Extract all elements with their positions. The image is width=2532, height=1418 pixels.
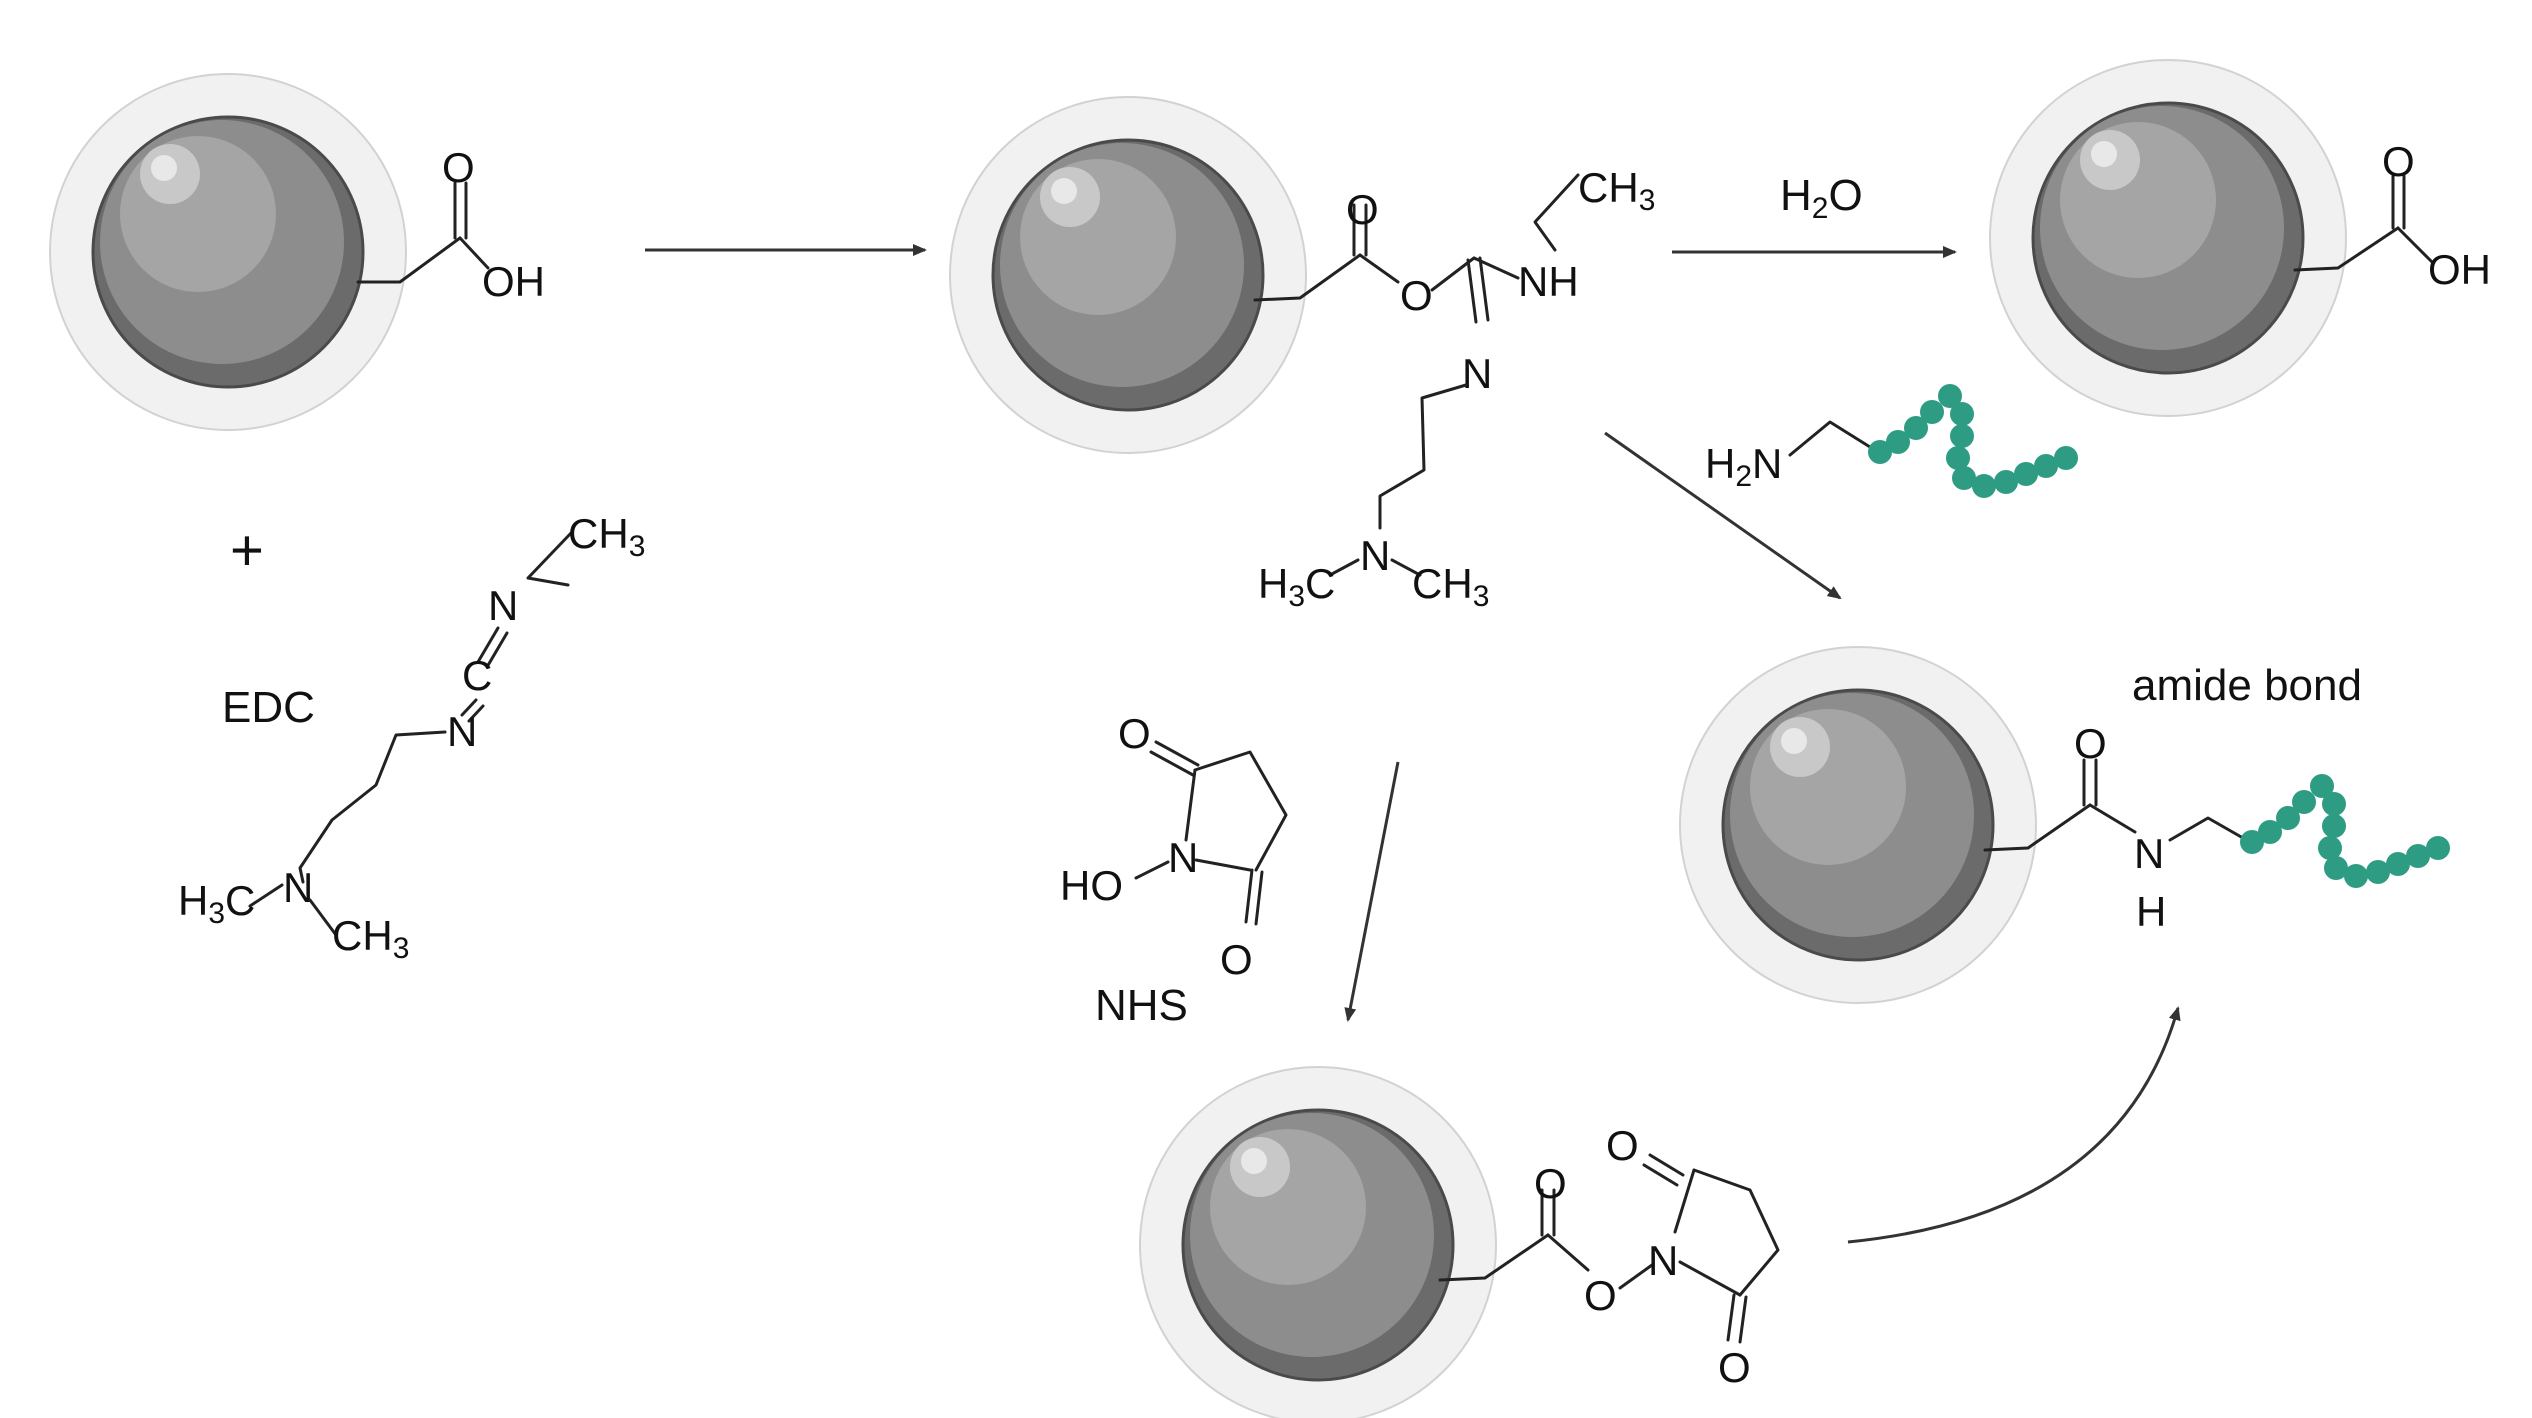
nhs-ho-label: HO: [1060, 862, 1123, 909]
edc-n-top-label: N: [488, 582, 518, 629]
ester-o-label: O: [1584, 1272, 1617, 1319]
edc-structure: CH3 N C N N H3C CH3: [178, 510, 645, 965]
reaction-arrow-nhs: [1344, 761, 1400, 1022]
ester-carbonyl-o-label: O: [1534, 1160, 1567, 1207]
nhs-bottom-oxygen-label: O: [1220, 936, 1253, 983]
nhs-label: NHS: [1095, 981, 1188, 1030]
water-label: H2O: [1780, 171, 1863, 225]
edc-n-amine-label: N: [283, 864, 313, 911]
intermediate-ester-o-label: O: [1400, 272, 1433, 319]
ester-bottom-o-label: O: [1718, 1344, 1751, 1391]
regen-hydroxyl-label: OH: [2428, 246, 2491, 293]
reaction-arrow-amidation: [1604, 431, 1842, 600]
plus-sign: +: [230, 518, 264, 583]
edc-n-bottom-label: N: [447, 708, 477, 755]
intermediate-amine-n-label: N: [1360, 532, 1390, 579]
particle-o-acylisourea: O O NH CH3 N N H3C CH3: [948, 95, 1655, 613]
nhs-reagent: O N O HO NHS: [1060, 710, 1288, 1030]
amide-h-label: H: [2136, 888, 2166, 935]
hydroxyl-label: OH: [482, 258, 545, 305]
regen-oxygen-label: O: [2382, 138, 2415, 185]
intermediate-n-label: N: [1462, 350, 1492, 397]
intermediate-ch3-amine-label: CH3: [1412, 560, 1489, 613]
particle-amide-product: amide bond O N H: [1678, 645, 2450, 1005]
amide-oxygen-label: O: [2074, 720, 2107, 767]
particle-nhs-ester: O O N O O: [1138, 1065, 1780, 1418]
edc-label: EDC: [222, 683, 315, 732]
edc-ch3-label: CH3: [568, 510, 645, 563]
amine-peptide-reagent: H2N: [1705, 384, 2078, 498]
intermediate-ch3-label: CH3: [1578, 164, 1655, 217]
edc-h3c-label: H3C: [178, 877, 255, 930]
edc-c-label: C: [462, 652, 492, 699]
intermediate-nh-label: NH: [1518, 258, 1579, 305]
oxygen-label: O: [442, 144, 475, 191]
ester-n-label: N: [1648, 1237, 1678, 1284]
intermediate-h3c-label: H3C: [1258, 560, 1335, 613]
amine-h2n-label: H2N: [1705, 440, 1782, 493]
intermediate-carbonyl-o-label: O: [1346, 186, 1379, 233]
reaction-arrow-nhs-to-amide: [1847, 1006, 2181, 1244]
edc-ch3-amine-label: CH3: [332, 912, 409, 965]
particle-carboxyl-regenerated: O OH: [1988, 58, 2491, 418]
amide-n-label: N: [2134, 830, 2164, 877]
nhs-n-label: N: [1168, 834, 1198, 881]
amide-bond-label: amide bond: [2132, 661, 2362, 710]
particle-carboxyl-start: O OH: [48, 72, 545, 432]
ester-top-o-label: O: [1606, 1122, 1639, 1169]
nhs-top-oxygen-label: O: [1118, 710, 1151, 757]
